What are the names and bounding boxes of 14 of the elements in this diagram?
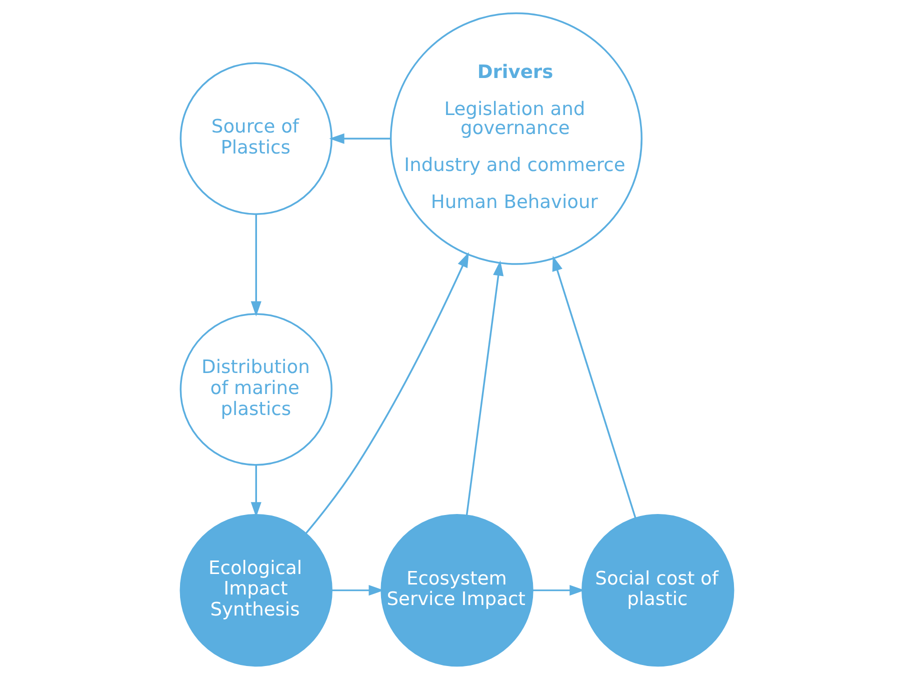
arrow [250,214,262,316]
node-circle: Social cost of plastic [582,514,734,667]
node-circle: Ecosystem Service Impact [380,514,534,667]
node-circle: Source of Plastics [180,62,332,215]
node-circle: Ecological Impact Synthesis [180,514,332,667]
arrow [250,465,262,518]
arrow [552,256,636,518]
node-circle: Drivers Legislation and governance Industry and commerce Human Behaviour [390,12,642,265]
node-circle: Distribution of marine plastics [180,313,332,466]
arrow [329,133,391,144]
arrow [532,585,585,596]
arrow [466,260,504,516]
arrow [305,252,469,534]
arrow [332,585,384,596]
